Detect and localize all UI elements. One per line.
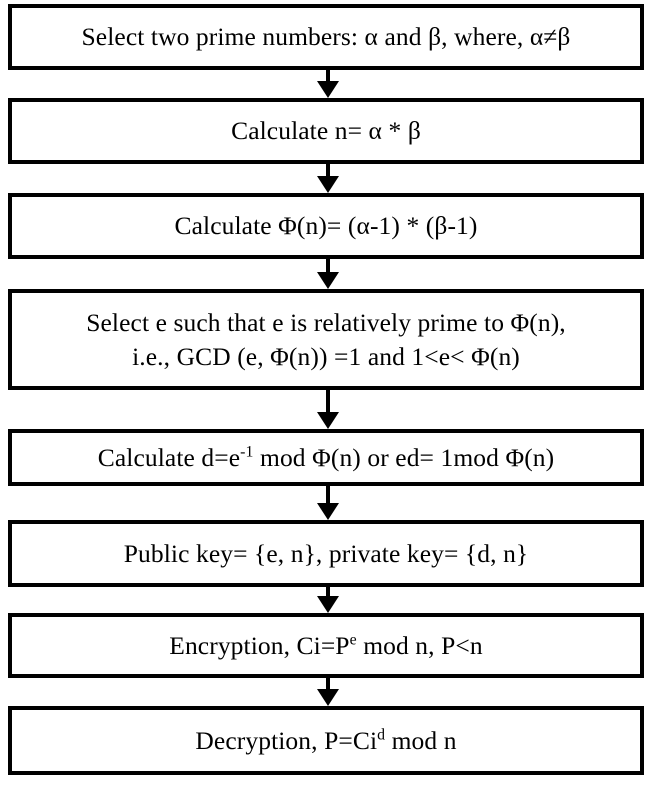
- node-label-superscript: e: [349, 631, 357, 649]
- flowchart-node-decryption[interactable]: Decryption, P=Cid mod n: [8, 706, 644, 775]
- arrow-shaft: [325, 587, 330, 598]
- node-label: Calculate Φ(n)= (α-1) * (β-1): [174, 211, 478, 241]
- arrow-shaft: [325, 390, 330, 413]
- node-label: Decryption, P=Cid mod n: [195, 724, 456, 758]
- node-label-part-2: mod n, P<n: [356, 630, 483, 660]
- flowchart-node-calculate-n[interactable]: Calculate n= α * β: [8, 98, 644, 164]
- arrow-shaft: [325, 678, 330, 691]
- arrow-down-icon: [316, 587, 340, 613]
- node-label-superscript: d: [377, 726, 386, 744]
- node-label-part-1: Calculate d=e: [97, 442, 241, 472]
- flowchart-arrow-3: [8, 259, 644, 289]
- flowchart-node-calculate-d[interactable]: Calculate d=e-1 mod Φ(n) or ed= 1mod Φ(n…: [8, 429, 644, 486]
- flowchart-arrow-5: [8, 486, 644, 520]
- node-label-part-2: mod n: [385, 725, 457, 755]
- arrow-head: [316, 689, 339, 706]
- flowchart-arrow-2: [8, 164, 644, 193]
- flowchart-node-encryption[interactable]: Encryption, Ci=Pe mod n, P<n: [8, 613, 644, 678]
- flowchart-column: Select two prime numbers: α and β, where…: [8, 4, 644, 775]
- arrow-head: [316, 596, 339, 613]
- node-label-part-1: Decryption, P=Ci: [195, 725, 378, 755]
- node-label: Select e such that e is relatively prime…: [86, 307, 566, 371]
- arrow-down-icon: [316, 486, 340, 520]
- arrow-shaft: [325, 486, 330, 505]
- node-label: Calculate n= α * β: [231, 116, 421, 146]
- arrow-shaft: [325, 164, 330, 178]
- flowchart-arrow-4: [8, 390, 644, 429]
- arrow-down-icon: [316, 390, 340, 429]
- node-label: Select two prime numbers: α and β, where…: [81, 22, 571, 52]
- node-label: Public key= {e, n}, private key= {d, n}: [123, 538, 529, 568]
- arrow-down-icon: [316, 164, 340, 193]
- arrow-head: [316, 272, 339, 289]
- arrow-shaft: [325, 259, 330, 274]
- arrow-down-icon: [316, 70, 340, 98]
- flowchart-arrow-7: [8, 678, 644, 706]
- node-label-part-1: Encryption, Ci=P: [169, 630, 350, 660]
- arrow-head: [316, 176, 339, 193]
- node-label-part-2: mod Φ(n) or ed= 1mod Φ(n): [253, 442, 555, 472]
- flowchart-node-calculate-phi[interactable]: Calculate Φ(n)= (α-1) * (β-1): [8, 193, 644, 259]
- node-label: Calculate d=e-1 mod Φ(n) or ed= 1mod Φ(n…: [98, 441, 555, 475]
- node-label-superscript: -1: [240, 443, 254, 461]
- arrow-head: [316, 412, 339, 429]
- arrow-head: [316, 81, 339, 98]
- flowchart-arrow-1: [8, 70, 644, 98]
- flowchart-arrow-6: [8, 587, 644, 613]
- arrow-head: [316, 503, 339, 520]
- arrow-shaft: [325, 70, 330, 83]
- arrow-down-icon: [316, 259, 340, 289]
- node-label: Encryption, Ci=Pe mod n, P<n: [169, 629, 482, 663]
- flowchart-node-select-primes[interactable]: Select two prime numbers: α and β, where…: [8, 4, 644, 70]
- flowchart-node-keys[interactable]: Public key= {e, n}, private key= {d, n}: [8, 520, 644, 587]
- flowchart-node-select-e[interactable]: Select e such that e is relatively prime…: [8, 289, 644, 390]
- arrow-down-icon: [316, 678, 340, 706]
